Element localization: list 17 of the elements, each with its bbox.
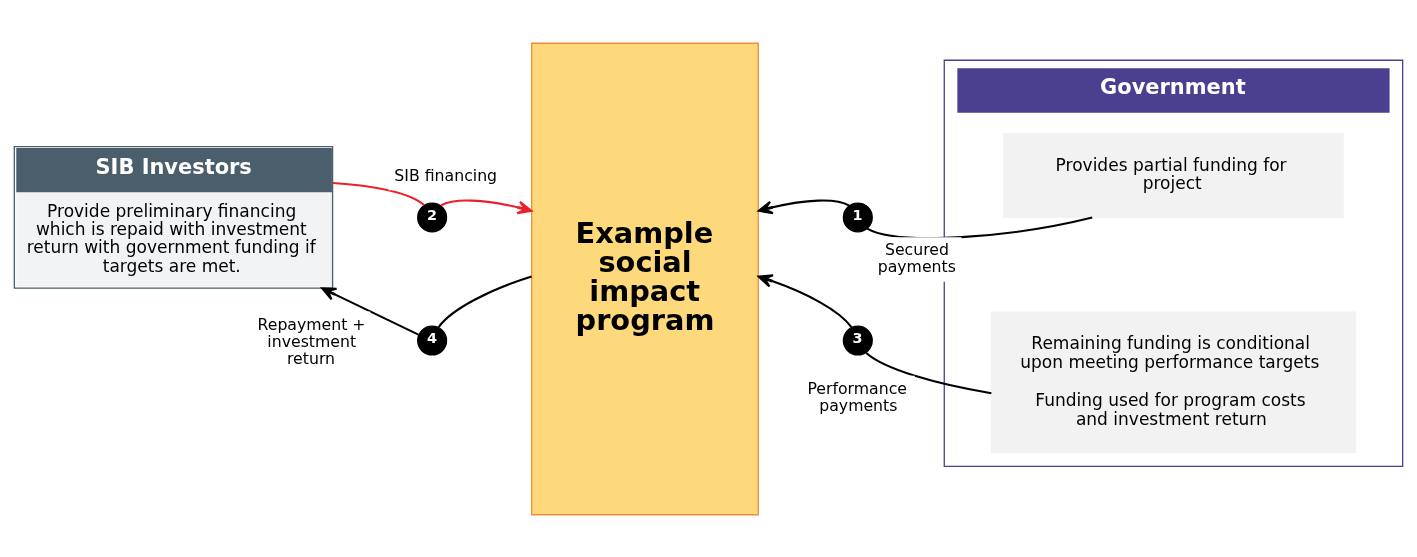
arrow [321, 286, 419, 335]
node-box: Remaining funding is conditional upon meeting performance targets Funding used for program costs and investment return [990, 311, 1357, 453]
node-box: Provides partial funding for project [1003, 132, 1344, 218]
arrow [757, 273, 853, 328]
arrow [440, 199, 533, 214]
node-circle: 4 [417, 325, 448, 356]
connector [332, 181, 425, 206]
node-circle: 3 [842, 325, 873, 356]
arrow [757, 199, 850, 214]
edge-label: SIB financing [394, 165, 498, 185]
edge-label: Performance payments [807, 378, 907, 415]
connector [437, 275, 532, 328]
node-circle: 2 [417, 201, 448, 232]
connector [865, 351, 992, 394]
node-circle: 1 [842, 201, 873, 232]
node-box: Example social impact program [531, 42, 759, 515]
edge-label: Repayment + investment return [257, 314, 366, 368]
